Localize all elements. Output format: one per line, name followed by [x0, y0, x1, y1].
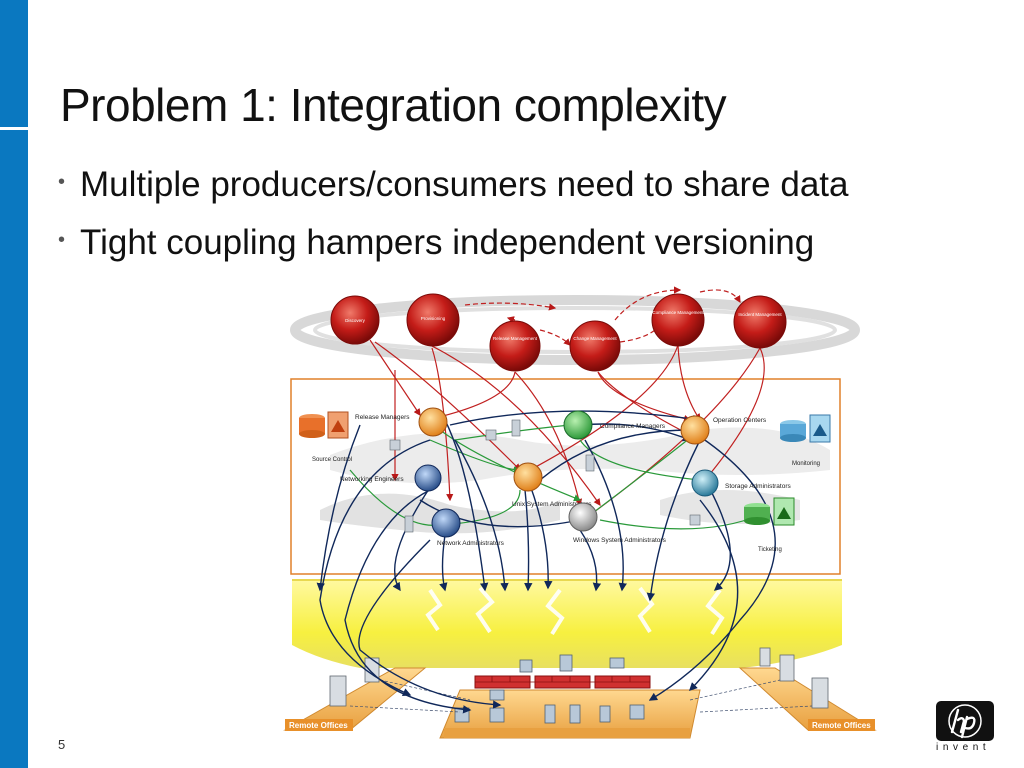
bullet-dot: •: [58, 229, 66, 252]
bullet-text: Tight coupling hampers independent versi…: [80, 223, 815, 262]
process-release-management: Release Management: [489, 320, 541, 372]
ticketing-label: Ticketing: [758, 547, 782, 553]
process-discovery: Discovery: [330, 295, 380, 345]
process-change-management-label: Change Management: [573, 336, 617, 341]
process-compliance-management-label: Compliance Management: [652, 310, 704, 315]
device-icon: [389, 419, 701, 533]
role-release-managers: Release Managers: [355, 407, 448, 437]
source-control-label: Source Control: [312, 457, 352, 463]
role-unix-admins: Unix System Administrators: [512, 462, 592, 508]
role-windows-admins-label: Windows System Administrators: [573, 537, 667, 544]
role-operation-centers-label: Operation Centers: [713, 417, 767, 424]
role-operation-centers: Operation Centers: [680, 415, 767, 445]
process-discovery-label: Discovery: [345, 318, 366, 323]
role-unix-admins-label: Unix System Administrators: [512, 501, 592, 508]
bullet-dot: •: [58, 171, 66, 194]
process-incident-management-label: Incident Management: [738, 312, 782, 317]
process-compliance-management: Compliance Management: [651, 293, 705, 347]
accent-bar-gap: [0, 127, 28, 130]
remote-offices-left-label: Remote Offices: [289, 721, 348, 730]
role-windows-admins: Windows System Administrators: [568, 502, 667, 544]
slide-title: Problem 1: Integration complexity: [60, 79, 727, 131]
role-storage-admins-label: Storage Administrators: [725, 483, 792, 490]
page-number: 5: [58, 737, 66, 752]
role-network-admins-label: Network Administrators: [437, 540, 505, 547]
role-network-admins: Network Administrators: [431, 508, 505, 547]
process-incident-management: Incident Management: [733, 295, 787, 349]
process-provisioning: Provisioning: [406, 293, 460, 347]
monitoring-icon: Monitoring: [780, 414, 831, 467]
role-compliance-managers-label: Compliance Managers: [600, 423, 666, 430]
ticketing-icon: Ticketing: [744, 497, 795, 553]
role-compliance-managers: Compliance Managers: [563, 410, 666, 440]
bullet-item: • Tight coupling hampers independent vers…: [58, 223, 848, 281]
firewall-icon: [474, 675, 651, 689]
role-networking-engineers-label: Networking Engineers: [340, 476, 404, 483]
hp-logo-icon: [936, 701, 994, 741]
role-storage-admins: Storage Administrators: [691, 469, 792, 497]
logo-tagline: invent: [936, 742, 991, 753]
monitoring-label: Monitoring: [792, 461, 820, 467]
bullet-list: • Multiple producers/consumers need to sh…: [58, 165, 848, 281]
remote-offices-right-label: Remote Offices: [812, 721, 871, 730]
process-release-management-label: Release Management: [493, 336, 538, 341]
process-change-management: Change Management: [569, 320, 621, 372]
bullet-text: Multiple producers/consumers need to sha…: [80, 165, 849, 204]
process-provisioning-label: Provisioning: [421, 316, 446, 321]
source-control-icon: Source Control: [299, 411, 352, 463]
role-networking-engineers: Networking Engineers: [340, 464, 442, 492]
bullet-item: • Multiple producers/consumers need to sh…: [58, 165, 848, 223]
role-release-managers-label: Release Managers: [355, 414, 410, 421]
